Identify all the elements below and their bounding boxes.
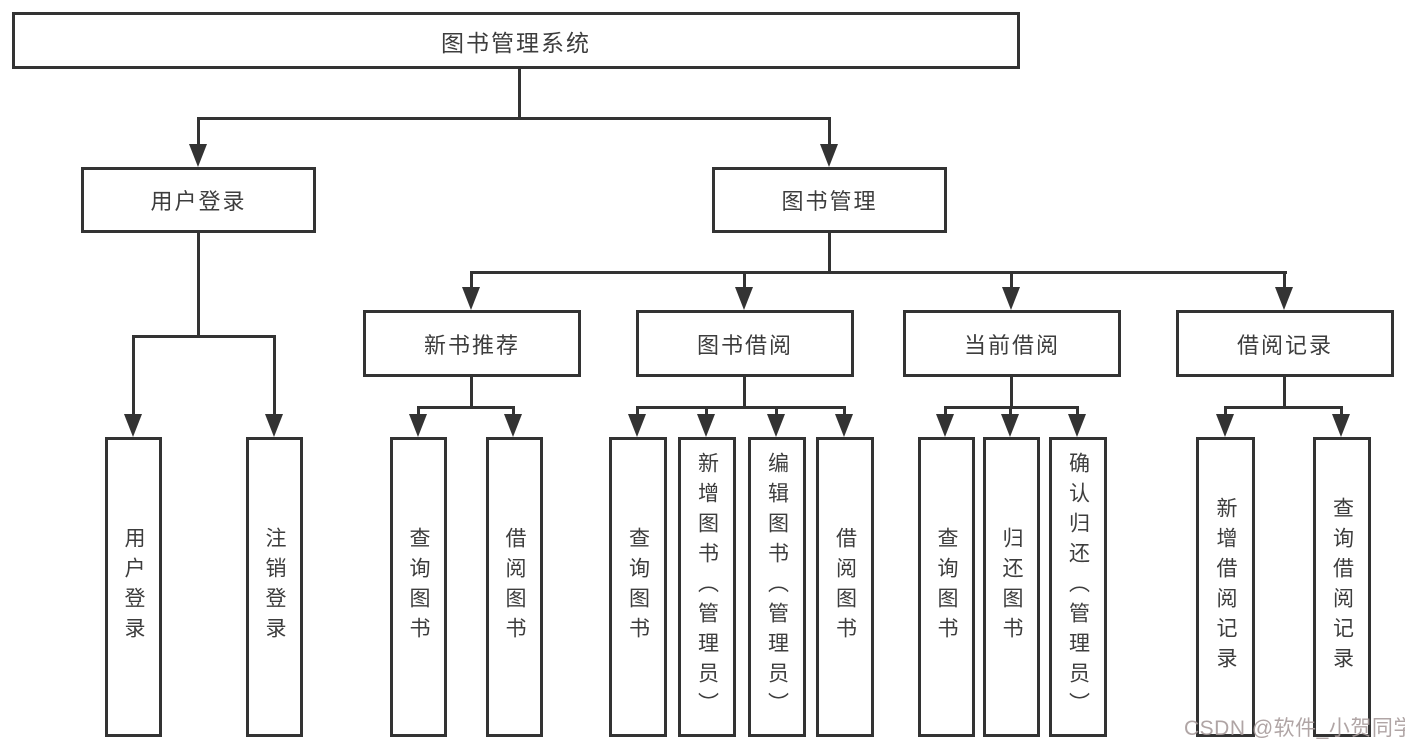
arrow-down-icon <box>835 414 853 437</box>
arrow-down-icon <box>1216 414 1234 437</box>
arrow-down-icon <box>189 144 207 167</box>
arrow-down-icon <box>697 414 715 437</box>
connector-leaf-stem <box>1076 406 1079 418</box>
node-leaf-user-login: 用户登录 <box>105 437 162 737</box>
connector-leaf-stem <box>417 406 420 418</box>
connector-branch-bar <box>636 406 846 409</box>
connector-user-login-bar <box>132 335 276 338</box>
connector-user-login-stem <box>197 117 200 147</box>
node-book-management: 图书管理 <box>712 167 947 233</box>
connector-branch-stem <box>1010 377 1013 406</box>
connector-level3-stem <box>1010 271 1013 291</box>
node-leaf-return-book: 归还图书 <box>983 437 1040 737</box>
connector-branch-bar <box>1224 406 1343 409</box>
arrow-down-icon <box>1068 414 1086 437</box>
connector-level3-bar <box>470 271 1287 274</box>
connector-leaf-stem <box>636 406 639 418</box>
arrow-down-icon <box>124 414 142 437</box>
node-leaf-edit-book-admin: 编辑图书（管理员） <box>748 437 806 737</box>
connector-leaf-stem <box>944 406 947 418</box>
arrow-down-icon <box>735 287 753 310</box>
connector-leaf-stem <box>843 406 846 418</box>
node-leaf-query-book-1: 查询图书 <box>390 437 447 737</box>
arrow-down-icon <box>628 414 646 437</box>
node-leaf-query-book-3: 查询图书 <box>918 437 975 737</box>
node-book-borrow: 图书借阅 <box>636 310 854 377</box>
arrow-down-icon <box>1001 414 1019 437</box>
node-new-book-recommend: 新书推荐 <box>363 310 581 377</box>
csdn-watermark: CSDN @软件_小贺同学 <box>1184 717 1405 740</box>
node-borrow-record: 借阅记录 <box>1176 310 1394 377</box>
node-current-borrow: 当前借阅 <box>903 310 1121 377</box>
connector-user-login-down <box>197 233 200 335</box>
connector-leaf-stem <box>273 335 276 416</box>
node-leaf-confirm-return-admin: 确认归还（管理员） <box>1049 437 1107 737</box>
connector-level3-stem <box>743 271 746 291</box>
node-leaf-borrow-book-2: 借阅图书 <box>816 437 874 737</box>
arrow-down-icon <box>265 414 283 437</box>
arrow-down-icon <box>936 414 954 437</box>
connector-branch-stem <box>743 377 746 406</box>
arrow-down-icon <box>409 414 427 437</box>
node-user-login: 用户登录 <box>81 167 316 233</box>
connector-branch-stem <box>1283 377 1286 406</box>
connector-level3-stem <box>1283 271 1286 291</box>
connector-leaf-stem <box>1340 406 1343 418</box>
node-leaf-logout: 注销登录 <box>246 437 303 737</box>
connector-leaf-stem <box>775 406 778 418</box>
connector-branch-stem <box>470 377 473 406</box>
connector-root-stem <box>518 69 521 117</box>
connector-leaf-stem <box>1009 406 1012 418</box>
connector-branch-bar <box>417 406 515 409</box>
arrow-down-icon <box>462 287 480 310</box>
connector-level2-bar <box>197 117 831 120</box>
node-leaf-query-borrow-record: 查询借阅记录 <box>1313 437 1371 737</box>
arrow-down-icon <box>1275 287 1293 310</box>
connector-leaf-stem <box>705 406 708 418</box>
arrow-down-icon <box>504 414 522 437</box>
connector-level3-stem <box>470 271 473 291</box>
connector-book-mgmt-down <box>828 233 831 271</box>
arrow-down-icon <box>1332 414 1350 437</box>
arrow-down-icon <box>767 414 785 437</box>
connector-leaf-stem <box>132 335 135 416</box>
node-library-management-system: 图书管理系统 <box>12 12 1020 69</box>
node-leaf-borrow-book-1: 借阅图书 <box>486 437 543 737</box>
node-leaf-add-borrow-record: 新增借阅记录 <box>1196 437 1255 737</box>
connector-leaf-stem <box>512 406 515 418</box>
connector-leaf-stem <box>1224 406 1227 418</box>
arrow-down-icon <box>820 144 838 167</box>
arrow-down-icon <box>1002 287 1020 310</box>
connector-book-mgmt-stem <box>828 117 831 147</box>
node-leaf-add-book-admin: 新增图书（管理员） <box>678 437 736 737</box>
node-leaf-query-book-2: 查询图书 <box>609 437 667 737</box>
